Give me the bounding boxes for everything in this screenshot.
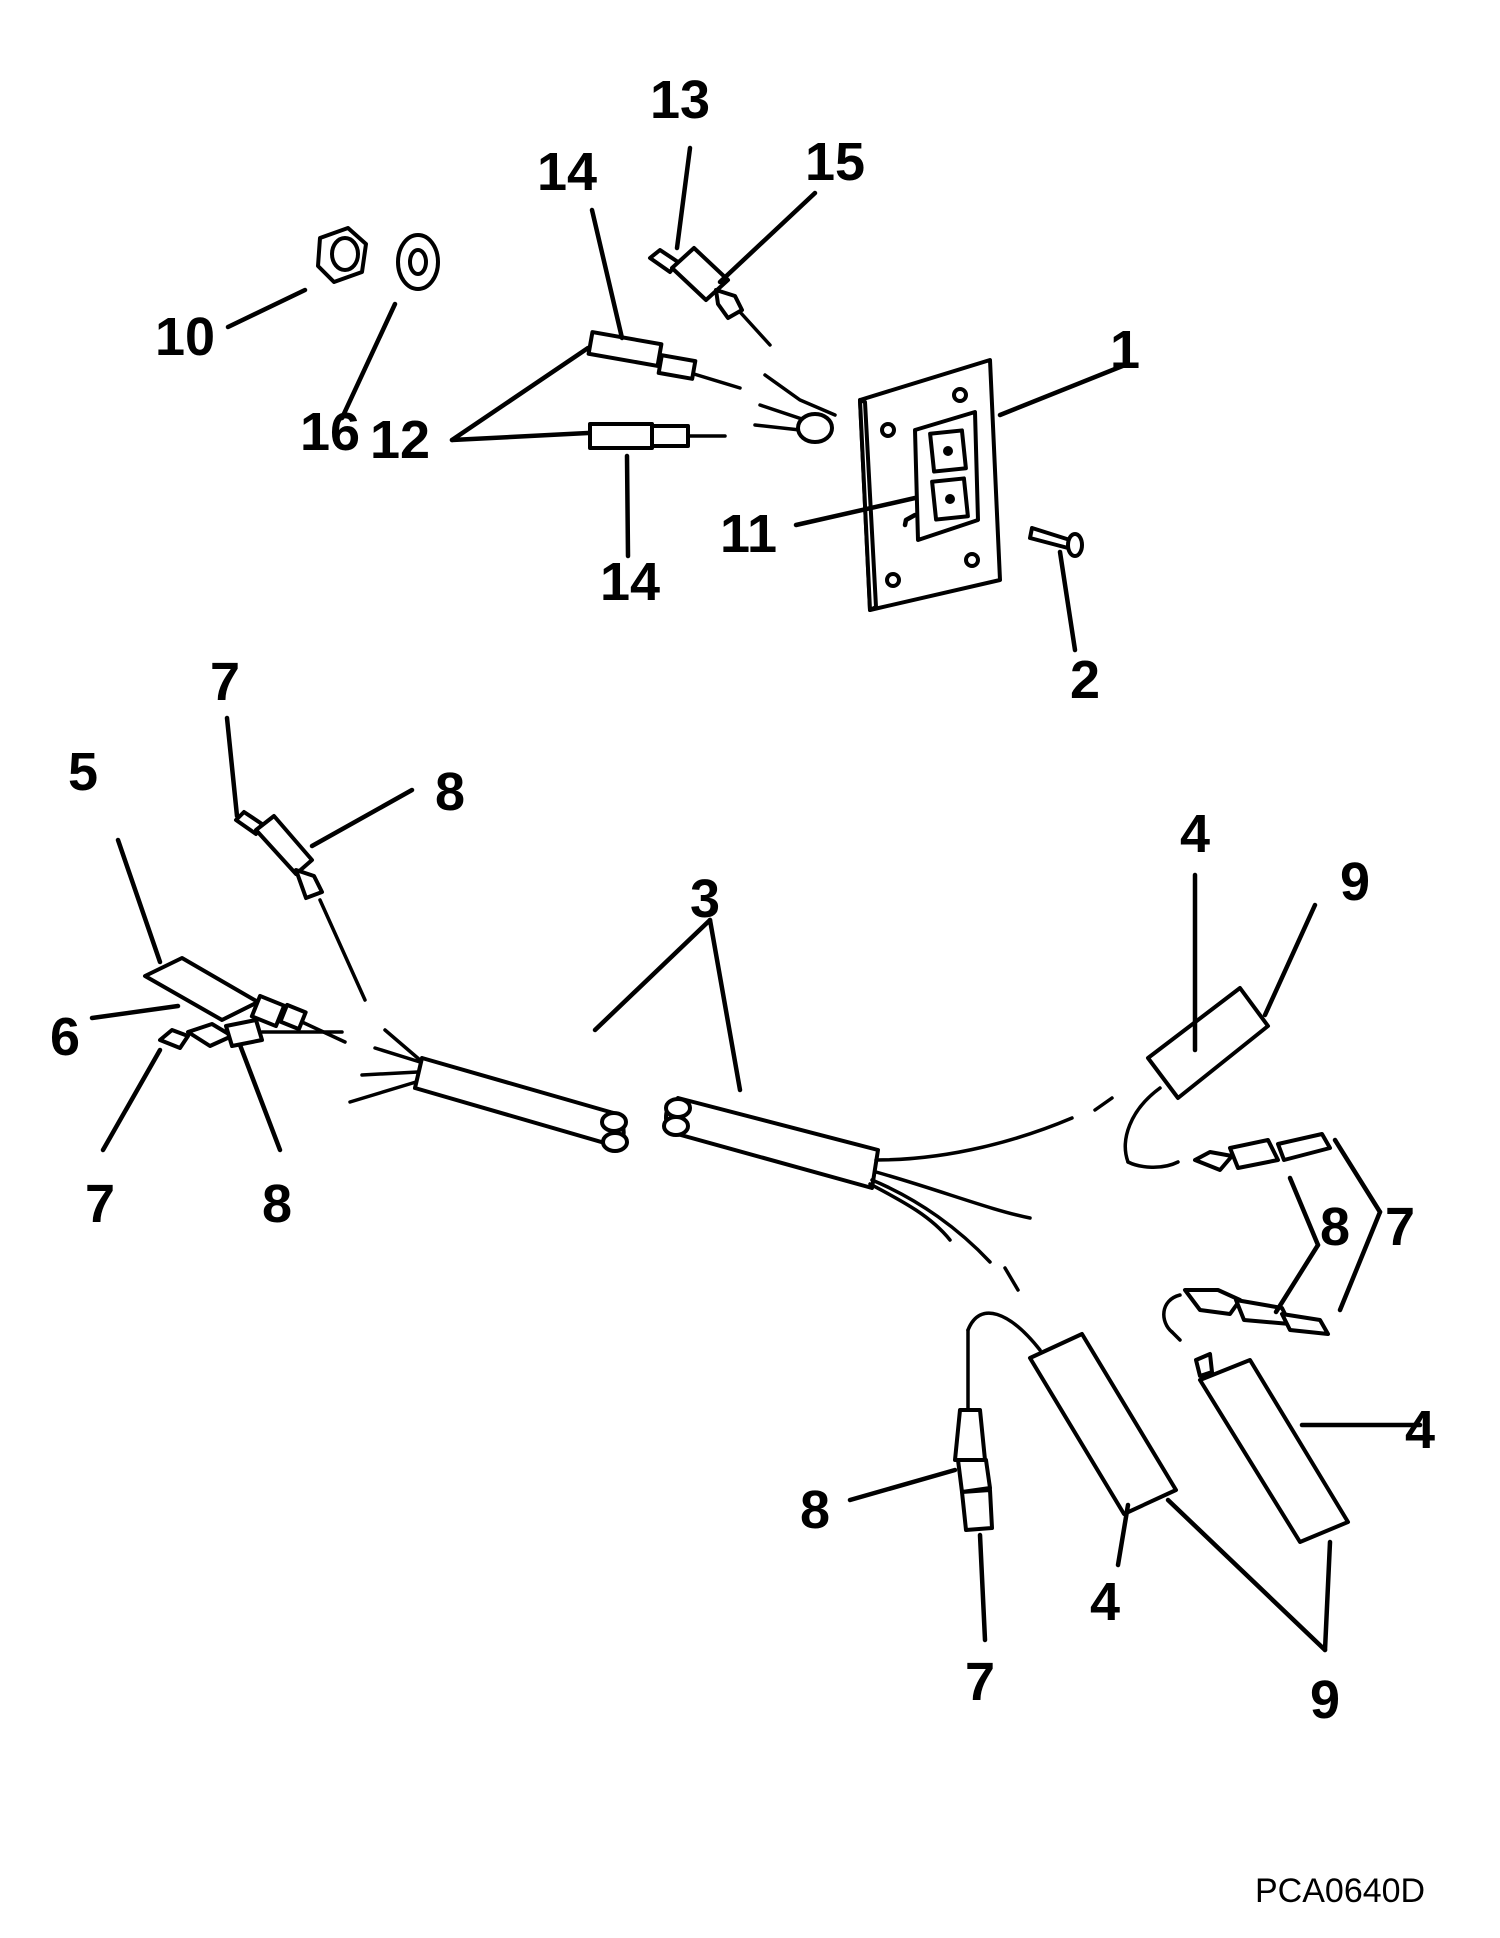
callout-16: 16: [300, 402, 360, 462]
upper-assembly: 13 14 15 10 16 12 1 11 14 2: [155, 70, 1140, 710]
sleeve-lower-middle: [966, 1266, 1178, 1516]
switch-plate: [858, 358, 1002, 612]
callout-9-top: 9: [1340, 852, 1370, 912]
callout-5: 5: [68, 742, 98, 802]
upper-switch-terminal: [648, 246, 772, 347]
callout-4-bottom: 4: [1090, 1572, 1120, 1632]
harness-right: [662, 1096, 1074, 1264]
connector-right-lower: [1162, 1288, 1330, 1342]
callout-1: 1: [1110, 320, 1140, 380]
terminal-upper: [586, 330, 742, 390]
callout-10: 10: [155, 307, 215, 367]
connector-right-upper: [1193, 1132, 1332, 1172]
callout-14-bottom: 14: [600, 552, 660, 612]
washer: [396, 233, 440, 291]
callout-14-top: 14: [537, 142, 597, 202]
sleeve-lower-right: [1194, 1352, 1350, 1544]
callout-7-right: 7: [1385, 1197, 1415, 1257]
callout-2: 2: [1070, 650, 1100, 710]
callout-4-right: 4: [1405, 1400, 1435, 1460]
callout-15: 15: [805, 132, 865, 192]
callout-8-lower-left: 8: [262, 1174, 292, 1234]
wiring-harness: 7 8 5 6 7 8 3 4 9 8 7 4 8 4 7 9: [50, 652, 1435, 1730]
callout-7-lower-left: 7: [85, 1174, 115, 1234]
callout-4-top: 4: [1180, 804, 1210, 864]
sleeve-upper-right: [1093, 986, 1270, 1169]
mounting-screw: [1028, 526, 1084, 558]
female-connector: [143, 956, 347, 1044]
callout-11: 11: [720, 504, 777, 564]
callout-8-upper-left: 8: [435, 762, 465, 822]
connector-lower-left: [158, 1018, 344, 1050]
rocker-switch: [913, 410, 980, 542]
harness-left: [348, 1028, 629, 1153]
hex-nut: [316, 226, 368, 284]
callout-13: 13: [650, 70, 710, 130]
callout-6: 6: [50, 1007, 80, 1067]
callout-7-bottom: 7: [965, 1652, 995, 1712]
connector-upper-left: [234, 810, 367, 1002]
callout-7-upper-left: 7: [210, 652, 240, 712]
callout-3: 3: [690, 869, 720, 929]
drawing-code: PCA0640D: [1255, 1872, 1425, 1910]
terminal-lower: [588, 422, 727, 450]
connector-lower-vertical: [953, 1408, 994, 1532]
callout-8-bottom: 8: [800, 1480, 830, 1540]
callout-12: 12: [370, 410, 430, 470]
callout-8-right: 8: [1320, 1197, 1350, 1257]
callout-9-bottom: 9: [1310, 1670, 1340, 1730]
